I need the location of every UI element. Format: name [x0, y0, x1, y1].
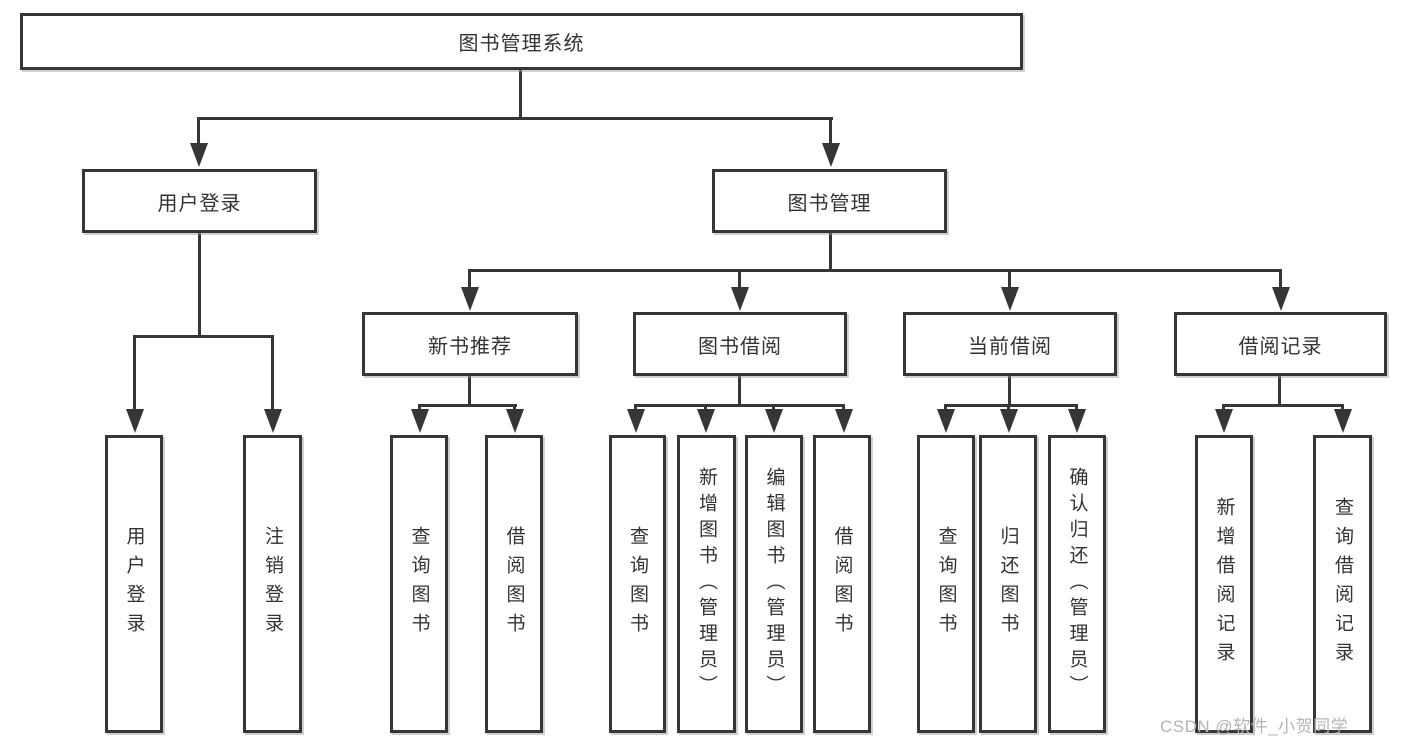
connector-root-bus [197, 117, 833, 120]
arrowhead-query-books-cur [937, 409, 955, 433]
leaf-edit-books-admin: 编辑图书（管理员） [745, 435, 803, 733]
connector-arrow-stem-borrowing-records [1279, 269, 1282, 289]
leaf-query-books-recommend-label: 查询图书 [408, 526, 430, 642]
arrowhead-leaf-user-login [126, 409, 144, 433]
arrowhead-edit-books-admin [765, 409, 783, 433]
leaf-confirm-return-admin: 确认归还（管理员） [1048, 435, 1106, 733]
node-current-borrowing: 当前借阅 [903, 312, 1117, 376]
leaf-add-borrow-record-label: 新增借阅记录 [1213, 497, 1235, 671]
connector-current-borrowing-stem [1008, 376, 1011, 407]
leaf-query-books-borrowing: 查询图书 [609, 435, 666, 733]
leaf-logout-label: 注销登录 [262, 526, 283, 642]
connector-arrow-stem-current-borrowing [1008, 269, 1011, 289]
arrowhead-query-books-bor [627, 409, 645, 433]
arrowhead-query-borrow-record [1334, 409, 1352, 433]
connector-arrow-stem-add-borrow-record [1222, 404, 1225, 412]
arrowhead-query-books-rec [411, 409, 429, 433]
leaf-borrow-books-recommend-label: 借阅图书 [503, 526, 525, 642]
connector-arrow-stem-query-books-bor [634, 404, 637, 412]
leaf-borrow-books-borrowing: 借阅图书 [813, 435, 871, 733]
arrowhead-confirm-return [1068, 409, 1086, 433]
arrowhead-current-borrowing [1001, 287, 1019, 311]
connector-arrow-stem-query-borrow-record [1341, 404, 1344, 412]
leaf-return-books: 归还图书 [979, 435, 1037, 733]
connector-borrowing-records-stem [1278, 376, 1281, 407]
connector-arrow-stem-borrow-books-bor [842, 404, 845, 412]
leaf-add-books-admin-label: 新增图书（管理员） [696, 467, 717, 701]
arrowhead-book-management [822, 143, 840, 167]
connector-arrow-stem-borrow-books-rec [513, 404, 516, 412]
connector-user-login-bus [133, 335, 274, 338]
connector-arrow-stem-book-management [829, 117, 832, 145]
connector-arrow-stem-new-book-recommend [468, 269, 471, 289]
connector-book-management-bus [468, 269, 1282, 272]
node-borrowing-records-label: 借阅记录 [1238, 335, 1323, 358]
node-root: 图书管理系统 [20, 13, 1023, 70]
connector-arrow-stem-leaf-user-login [133, 335, 136, 411]
arrowhead-user-login [190, 143, 208, 167]
connector-arrow-stem-return-books [1007, 404, 1010, 412]
node-book-management-label: 图书管理 [787, 192, 872, 215]
connector-book-borrowing-bus [634, 404, 845, 407]
connector-user-login-stem [198, 233, 201, 337]
leaf-user-login-label: 用户登录 [123, 526, 145, 642]
leaf-borrow-books-recommend: 借阅图书 [485, 435, 543, 733]
node-new-book-recommend: 新书推荐 [362, 312, 578, 376]
arrowhead-add-borrow-record [1215, 409, 1233, 433]
connector-arrow-stem-book-borrowing [738, 269, 741, 289]
leaf-confirm-return-admin-label: 确认归还（管理员） [1066, 467, 1088, 701]
leaf-add-books-admin: 新增图书（管理员） [677, 435, 736, 733]
arrowhead-new-book-recommend [461, 287, 479, 311]
arrowhead-leaf-logout [264, 409, 282, 433]
leaf-borrow-books-borrowing-label: 借阅图书 [831, 526, 853, 642]
connector-arrow-stem-edit-books-admin [772, 404, 775, 412]
leaf-edit-books-admin-label: 编辑图书（管理员） [763, 467, 785, 701]
leaf-user-login: 用户登录 [105, 435, 163, 733]
arrowhead-book-borrowing [731, 287, 749, 311]
node-current-borrowing-label: 当前借阅 [968, 335, 1052, 358]
connector-arrow-stem-confirm-return [1075, 404, 1078, 412]
node-book-borrowing-label: 图书借阅 [698, 335, 782, 358]
connector-arrow-stem-leaf-logout [271, 335, 274, 411]
leaf-query-borrow-record: 查询借阅记录 [1313, 435, 1372, 733]
leaf-query-borrow-record-label: 查询借阅记录 [1332, 497, 1353, 671]
node-user-login-label: 用户登录 [157, 192, 242, 215]
connector-arrow-stem-query-books-rec [418, 404, 421, 412]
watermark: CSDN @软件_小贺同学 [1160, 717, 1349, 736]
node-book-borrowing: 图书借阅 [633, 312, 847, 376]
arrowhead-borrowing-records [1272, 287, 1290, 311]
leaf-return-books-label: 归还图书 [997, 526, 1019, 642]
connector-book-borrowing-stem [738, 376, 741, 407]
node-book-management: 图书管理 [712, 169, 947, 233]
connector-new-book-recommend-bus [418, 404, 517, 407]
node-root-label: 图书管理系统 [458, 33, 585, 55]
leaf-query-books-recommend: 查询图书 [390, 435, 448, 733]
connector-borrowing-records-bus [1222, 404, 1344, 407]
leaf-logout: 注销登录 [243, 435, 302, 733]
node-borrowing-records: 借阅记录 [1174, 312, 1387, 376]
leaf-add-borrow-record: 新增借阅记录 [1195, 435, 1253, 733]
arrowhead-return-books [1000, 409, 1018, 433]
connector-arrow-stem-add-books-admin [704, 404, 707, 412]
connector-current-borrowing-bus [944, 404, 1078, 407]
connector-new-book-recommend-stem [468, 376, 471, 407]
connector-book-management-stem [829, 233, 832, 271]
arrowhead-borrow-books-rec [506, 409, 524, 433]
leaf-query-books-current: 查询图书 [917, 435, 975, 733]
connector-arrow-stem-query-books-cur [944, 404, 947, 412]
node-new-book-recommend-label: 新书推荐 [428, 335, 512, 358]
node-user-login: 用户登录 [82, 169, 317, 233]
leaf-query-books-current-label: 查询图书 [935, 526, 957, 642]
connector-root-stem [519, 70, 522, 118]
arrowhead-borrow-books-bor [835, 409, 853, 433]
connector-arrow-stem-user-login [197, 117, 200, 145]
leaf-query-books-borrowing-label: 查询图书 [627, 526, 648, 642]
arrowhead-add-books-admin [697, 409, 715, 433]
